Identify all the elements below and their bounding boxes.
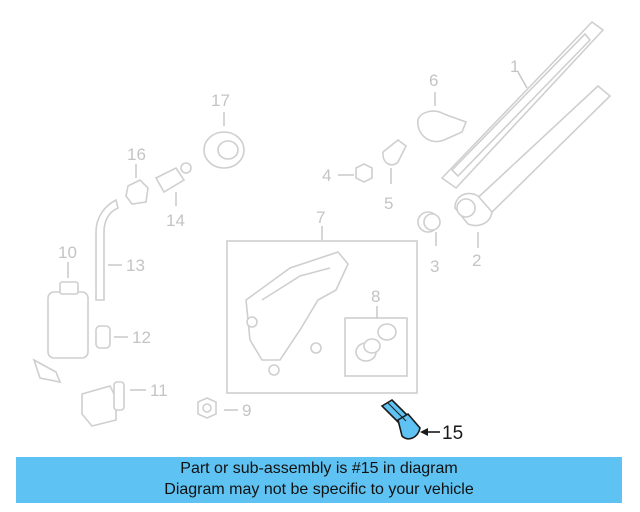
label-6: 6 xyxy=(429,71,438,90)
label-11: 11 xyxy=(150,381,168,400)
part-7-box xyxy=(226,240,418,394)
info-banner: Part or sub-assembly is #15 in diagram D… xyxy=(16,457,622,503)
part-2-wiper-arm xyxy=(454,84,612,227)
label-3: 3 xyxy=(430,257,439,276)
part-1-wiper-blade xyxy=(440,20,605,190)
label-16: 16 xyxy=(127,145,146,164)
part-14-connector xyxy=(154,162,192,194)
part-15-connector[interactable] xyxy=(380,398,421,440)
leader-15-arrowhead xyxy=(420,428,428,436)
label-17: 17 xyxy=(211,91,230,110)
part-8-box xyxy=(344,317,408,377)
part-6-cover-cap xyxy=(417,110,468,143)
part-7-wiper-motor xyxy=(245,251,349,376)
part-13-hose xyxy=(95,198,119,301)
leader-1 xyxy=(517,71,528,89)
label-13: 13 xyxy=(126,256,145,275)
part-17-nozzle xyxy=(203,131,245,169)
label-8: 8 xyxy=(371,287,380,306)
part-10-washer-pump xyxy=(32,281,89,384)
part-3-nut xyxy=(417,211,441,233)
label-5: 5 xyxy=(384,194,393,213)
part-11-connector xyxy=(81,381,125,427)
label-14: 14 xyxy=(166,211,185,230)
label-10: 10 xyxy=(58,243,77,262)
label-12: 12 xyxy=(132,328,151,347)
banner-line-2: Diagram may not be specific to your vehi… xyxy=(164,481,474,498)
part-16-clip xyxy=(125,179,149,205)
banner-line-1: Part or sub-assembly is #15 in diagram xyxy=(180,460,458,477)
label-1: 1 xyxy=(510,57,519,76)
label-4: 4 xyxy=(322,166,331,185)
label-9: 9 xyxy=(242,401,251,420)
part-9-nut xyxy=(197,397,217,419)
label-15: 15 xyxy=(442,423,463,444)
label-2: 2 xyxy=(472,251,481,270)
part-12-grommet xyxy=(95,325,111,349)
part-4-small-nut xyxy=(355,163,373,183)
part-5-cap xyxy=(382,138,408,166)
part-8-grommets xyxy=(355,323,397,362)
label-7: 7 xyxy=(316,208,325,227)
